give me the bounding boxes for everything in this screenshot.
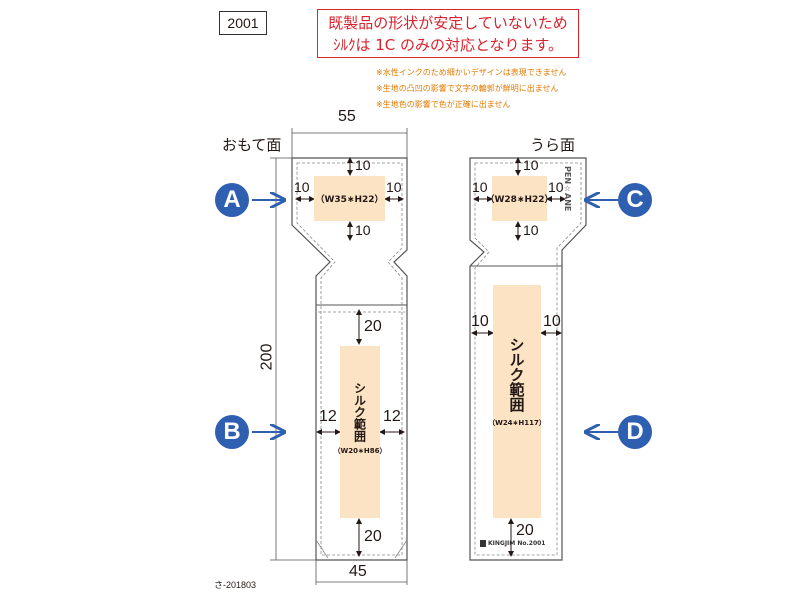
back-bottom-tag: KINGJIM No.2001 — [480, 540, 545, 547]
area-c-margin-top: 10 — [523, 157, 539, 173]
area-b-size: （W20∗H86） — [333, 447, 387, 455]
front-width-top: 55 — [338, 108, 356, 125]
marker-b: B — [215, 415, 249, 449]
area-a-margin-top: 10 — [355, 157, 371, 173]
area-d-margin-bottom: 20 — [516, 522, 534, 539]
print-area-b: シルク範囲 （W20∗H86） — [334, 346, 386, 518]
print-area-c: （W28∗H22） — [485, 176, 554, 221]
back-stitch — [474, 162, 582, 556]
area-d-size: （W24∗H117） — [488, 419, 546, 427]
area-b-margin-bottom: 20 — [364, 528, 382, 545]
area-d-margin-left: 10 — [471, 313, 489, 330]
area-c-margin-right: 10 — [548, 179, 564, 195]
area-b-margin-left: 12 — [319, 408, 337, 425]
marker-a: A — [215, 183, 249, 217]
area-a-size: （W35∗H22） — [315, 195, 384, 205]
print-area-a: （W35∗H22） — [314, 176, 385, 221]
area-a-margin-right: 10 — [386, 179, 402, 195]
area-a-margin-bottom: 10 — [355, 222, 371, 238]
product-code: 2001 — [219, 11, 267, 35]
front-stitch — [296, 162, 403, 556]
marker-d: D — [618, 415, 652, 449]
front-width-bottom: 45 — [349, 563, 367, 580]
area-c-size: （W28∗H22） — [485, 195, 554, 205]
note-3: ※生地色の影響で色が正確に出ません — [376, 100, 511, 109]
area-a-margin-left: 10 — [294, 179, 310, 195]
marker-c: C — [618, 183, 652, 217]
area-d-margin-right: 10 — [543, 313, 561, 330]
back-label: うら面 — [530, 136, 576, 154]
area-c-margin-left: 10 — [472, 179, 488, 195]
area-b-title: シルク範囲 — [352, 382, 367, 442]
area-b-margin-top: 20 — [364, 318, 382, 335]
note-2: ※生地の凸凹の影響で文字の輪郭が鮮明に出ません — [376, 84, 559, 93]
notice-box: 既製品の形状が安定していないため ｼﾙｸは 1C のみの対応となります。 — [317, 9, 579, 58]
area-c-margin-bottom: 10 — [523, 222, 539, 238]
area-d-title: シルク範囲 — [507, 337, 526, 412]
notice-line-2: ｼﾙｸは 1C のみの対応となります。 — [332, 36, 564, 54]
note-1: ※水性インクのため細かいデザインは表現できません — [376, 68, 567, 77]
print-area-d: シルク範囲 （W24∗H117） — [488, 285, 546, 518]
footer-code: さ-201803 — [214, 580, 257, 590]
area-b-margin-right: 12 — [383, 408, 401, 425]
front-height: 200 — [258, 343, 276, 371]
notice-line-1: 既製品の形状が安定していないため — [328, 14, 568, 32]
back-tag-text: PEN☆ANE — [563, 166, 572, 212]
front-label: おもて面 — [222, 136, 282, 154]
